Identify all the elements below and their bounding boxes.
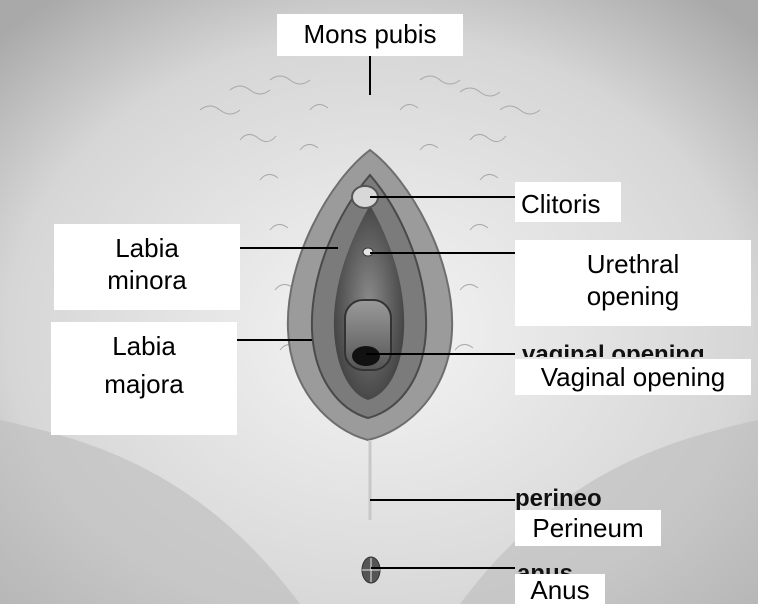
underlying-label-perineo: perineo [515,487,602,511]
mons-pubis-text: Mons pubis [277,18,463,50]
urethral-opening-line2: opening [515,280,751,312]
labia-minora-line2: minora [54,264,240,296]
anus-text: Anus [515,574,605,604]
perineum-text: Perineum [515,512,661,544]
labia-majora-line1: Labia [51,330,237,362]
labia-majora-line2: majora [51,368,237,400]
label-perineum: Perineum [515,510,661,546]
vaginal-opening-shape [352,346,380,366]
label-labia-minora: Labia minora [54,224,240,310]
label-urethral-opening: Urethral opening [515,240,751,326]
label-clitoris: Clitoris [515,182,621,222]
underlying-label-vaginal: vaginal opening [522,343,705,357]
label-vaginal-opening: Vaginal opening [515,359,751,395]
clitoris-text: Clitoris [521,188,621,220]
urethral-opening-line1: Urethral [515,248,751,280]
label-labia-majora: Labia majora [51,322,237,435]
label-anus: Anus [515,574,605,604]
vaginal-opening-text: Vaginal opening [515,361,751,393]
labia-minora-line1: Labia [54,232,240,264]
label-mons-pubis: Mons pubis [277,14,463,56]
